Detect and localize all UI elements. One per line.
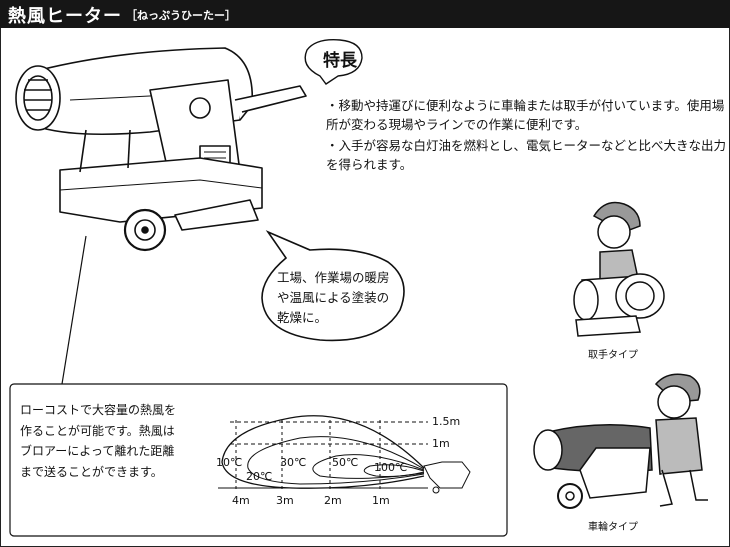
airflow-diagram (218, 415, 471, 494)
usage-line-3: 乾燥に。 (277, 310, 328, 325)
usage-bubble (261, 230, 405, 342)
distance-label-1m: 1m (372, 494, 390, 507)
wheeled-heater-illustration (15, 47, 307, 252)
callout-line-3: ブロアーによって離れた距離 (20, 444, 175, 458)
callout-text: ローコストで大容量の熱風を 作ることが可能です。熱風は ブロアーによって離れた距… (20, 400, 220, 482)
temp-label-20: 20℃ (246, 470, 273, 483)
usage-line-1: 工場、作業場の暖房 (277, 270, 390, 285)
page-title: 熱風ヒーター (8, 6, 122, 27)
distance-label-4m: 4m (232, 494, 250, 507)
temp-label-30: 30℃ (280, 456, 307, 469)
height-label-1m: 1m (432, 437, 450, 450)
handle-type-illustration (573, 201, 665, 337)
feature-bullet-2: ・入手が容易な白灯油を燃料とし、電気ヒーターなどと比べ大きな出力を得られます。 (326, 138, 727, 172)
wheel-type-illustration (533, 373, 708, 509)
distance-label-2m: 2m (324, 494, 342, 507)
temp-label-50: 50℃ (332, 456, 359, 469)
distance-label-3m: 3m (276, 494, 294, 507)
callout-box (9, 383, 508, 537)
title-bar: 熱風ヒーター ［ねっぷうひーたー］ (0, 0, 730, 28)
callout-pointer (61, 235, 87, 385)
temp-label-100: 100℃ (374, 461, 408, 474)
wheel-type-caption: 車輪タイプ (588, 522, 638, 533)
features-heading: 特長 (323, 51, 357, 71)
title-reading: ［ねっぷうひーたー］ (126, 9, 236, 22)
temp-label-10: 10℃ (216, 456, 243, 469)
features-bubble (304, 39, 363, 85)
handle-type-caption: 取手タイプ (588, 350, 638, 361)
usage-bubble-text: 工場、作業場の暖房 や温風による塗装の 乾燥に。 (277, 268, 390, 328)
callout-line-1: ローコストで大容量の熱風を (20, 403, 177, 417)
height-label-1-5m: 1.5m (432, 415, 461, 428)
usage-line-2: や温風による塗装の (277, 290, 390, 305)
callout-line-4: まで送ることができます。 (20, 464, 163, 479)
feature-bullet-1: ・移動や持運びに便利なように車輪または取手が付いています。使用場所が変わる現場や… (326, 98, 725, 132)
callout-line-2: 作ることが可能です。熱風は (20, 423, 175, 438)
